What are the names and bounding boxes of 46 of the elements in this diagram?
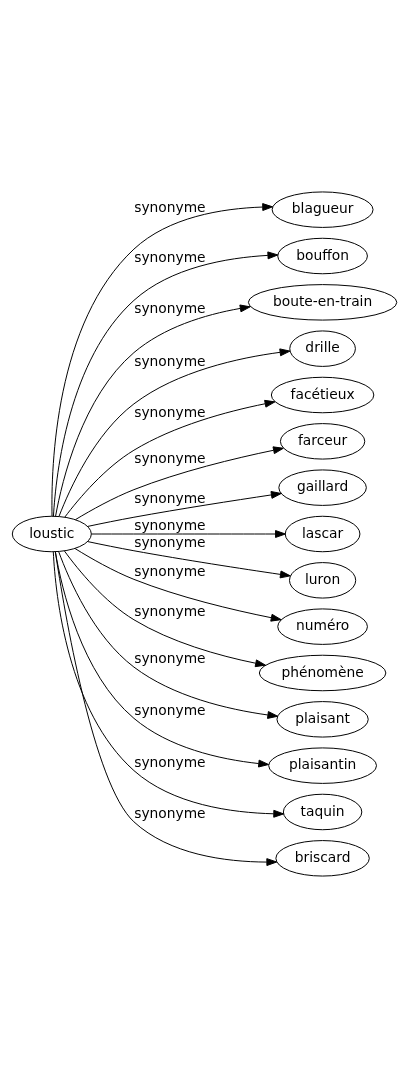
edge-label: synonyme [134,248,206,265]
node-ellipse: numéro [277,607,368,645]
node-ellipse: lascar [284,515,361,552]
node-ellipse: gaillard [278,468,367,506]
node-ellipse: drille [289,329,356,367]
node-ellipse: boute-en-train [247,283,398,321]
edge-label: synonyme [134,352,206,369]
arrow [87,540,291,578]
arrow [52,551,285,818]
arrow [58,347,291,517]
node-ellipse: plaisantin [268,746,377,784]
edge-label: synonyme [134,489,206,506]
edge-label: synonyme [134,649,206,666]
arrow [74,547,282,622]
edge-label: synonyme [134,516,206,533]
arrow [91,529,286,538]
arrow [64,550,266,667]
node-ellipse: farceur [279,422,366,460]
edge-label: synonyme [134,403,206,420]
arrow [64,399,276,517]
edge-label: synonyme [134,602,206,619]
edge-label: synonyme [134,753,206,770]
edge-label: synonyme [134,804,206,821]
node-ellipse: blagueur [271,190,374,228]
node-ellipse: bouffon [277,237,368,274]
arrow [52,250,279,517]
arrow [55,304,251,517]
edge-label: synonyme [134,449,206,466]
edge-label: synonyme [134,701,206,718]
arrow [75,445,284,520]
arrow [87,490,282,527]
arrow [54,550,270,767]
arrow [58,550,279,719]
node-ellipse: briscard [275,839,370,877]
node-ellipse: luron [288,561,357,599]
edge-label: synonyme [134,299,206,316]
edge-label: synonyme [134,533,206,550]
edge-label: synonyme [134,562,206,579]
node-ellipse: phénomène [258,654,387,691]
node-ellipse: facétieux [270,376,375,413]
node-ellipse: plaisant [276,700,369,738]
arrow [51,202,274,517]
edge-label: synonyme [134,198,206,215]
node-ellipse: loustic [11,515,92,552]
node-ellipse: taquin [282,793,363,830]
arrow [54,551,278,866]
